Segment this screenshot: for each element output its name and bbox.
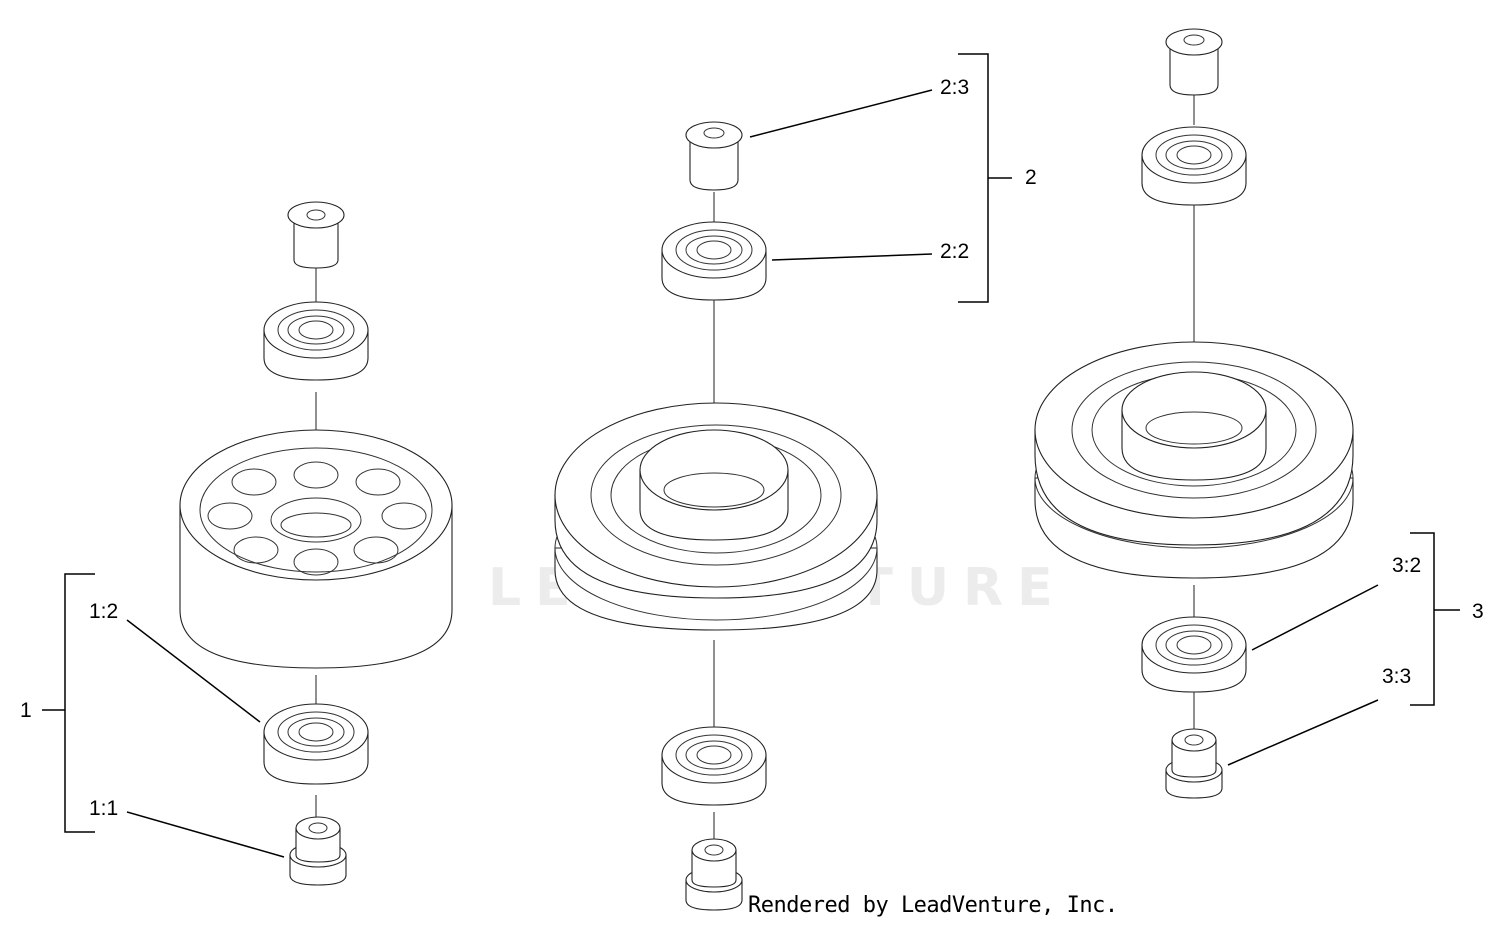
assembly-1 bbox=[42, 201, 453, 886]
bearing-bottom-middle bbox=[661, 726, 767, 806]
leader-1-1 bbox=[126, 811, 285, 858]
bearing-top bbox=[263, 301, 369, 381]
callout-3-2[interactable]: 3:2 bbox=[1392, 554, 1422, 577]
bushing-3-3 bbox=[1165, 728, 1223, 799]
leader-3-2 bbox=[1251, 584, 1379, 651]
bushing-top-right bbox=[1165, 28, 1223, 96]
bushing-top bbox=[287, 201, 345, 269]
bushing-bottom-middle bbox=[685, 838, 743, 911]
leader-1-2 bbox=[126, 619, 261, 723]
callout-2-3[interactable]: 2:3 bbox=[940, 76, 970, 99]
bushing-2-3 bbox=[685, 121, 743, 191]
assembly-3 bbox=[1034, 28, 1460, 799]
callout-group-2[interactable]: 2 bbox=[1025, 166, 1037, 189]
bearing-2-2 bbox=[661, 221, 767, 301]
bearing-1-2 bbox=[263, 703, 369, 785]
callout-2-2[interactable]: 2:2 bbox=[940, 240, 970, 263]
idler-pulley bbox=[179, 429, 453, 669]
callout-group-3[interactable]: 3 bbox=[1472, 600, 1484, 623]
bracket-1 bbox=[64, 573, 95, 833]
leader-2-3 bbox=[749, 89, 933, 138]
bushing-1-1 bbox=[289, 816, 347, 886]
leader-2-2 bbox=[771, 253, 933, 261]
leader-3-3 bbox=[1227, 699, 1379, 766]
bearing-top-right bbox=[1141, 126, 1247, 206]
callout-1-2[interactable]: 1:2 bbox=[89, 600, 119, 623]
v-pulley-middle bbox=[554, 402, 878, 631]
callout-group-1[interactable]: 1 bbox=[20, 699, 32, 722]
bearing-3-2 bbox=[1141, 616, 1247, 693]
v-pulley-right bbox=[1034, 341, 1354, 579]
assembly-2 bbox=[554, 53, 1012, 911]
bracket-3 bbox=[1410, 532, 1435, 706]
render-credit: Rendered by LeadVenture, Inc. bbox=[748, 893, 1118, 918]
callout-1-1[interactable]: 1:1 bbox=[89, 797, 119, 820]
callout-3-3[interactable]: 3:3 bbox=[1382, 665, 1412, 688]
